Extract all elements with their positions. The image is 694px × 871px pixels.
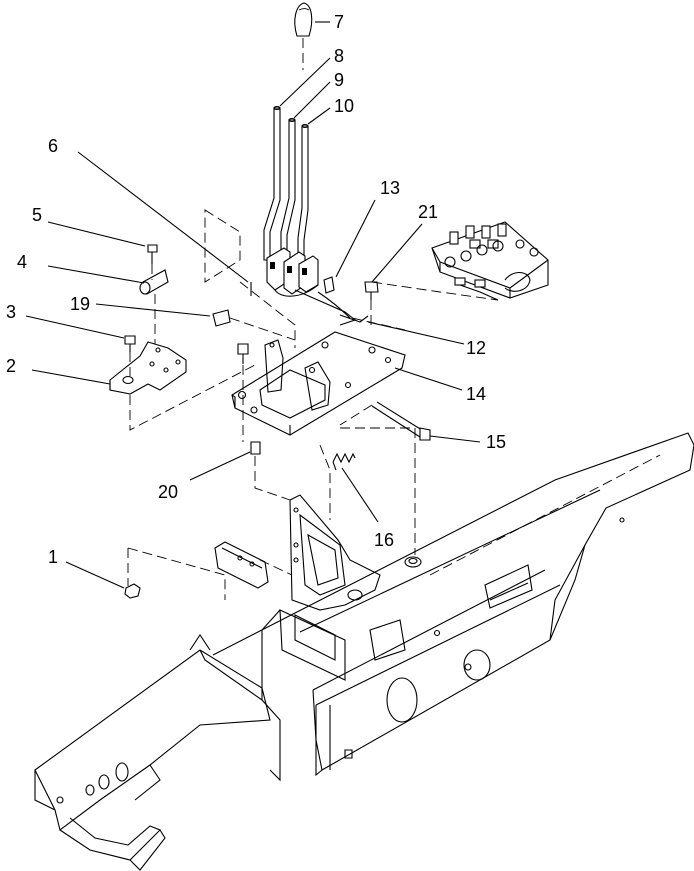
control-levers (263, 2, 357, 326)
callout-19: 19 (70, 294, 90, 314)
callout-20: 20 (158, 482, 178, 502)
callout-10: 10 (334, 96, 354, 116)
leader-lines (25, 21, 481, 589)
callout-6: 6 (48, 136, 58, 156)
frame-assembly (34, 432, 694, 871)
callout-15: 15 (486, 432, 506, 452)
callout-8: 8 (334, 46, 344, 66)
callout-16: 16 (374, 530, 394, 550)
callout-7: 7 (334, 12, 344, 32)
callout-2: 2 (6, 356, 16, 376)
callout-12: 12 (466, 338, 486, 358)
callout-3: 3 (6, 302, 16, 322)
control-valve (431, 221, 549, 301)
mounting-plate (231, 331, 406, 436)
callout-1: 1 (48, 547, 58, 567)
callout-13: 13 (380, 178, 400, 198)
callout-9: 9 (334, 70, 344, 90)
callout-21: 21 (418, 202, 438, 222)
callout-labels: 7 8 9 10 6 13 21 5 4 19 3 12 2 14 15 20 … (6, 12, 506, 567)
callout-14: 14 (466, 384, 486, 404)
callout-5: 5 (32, 205, 42, 225)
alignment-lines (127, 209, 499, 600)
callout-4: 4 (17, 252, 27, 272)
